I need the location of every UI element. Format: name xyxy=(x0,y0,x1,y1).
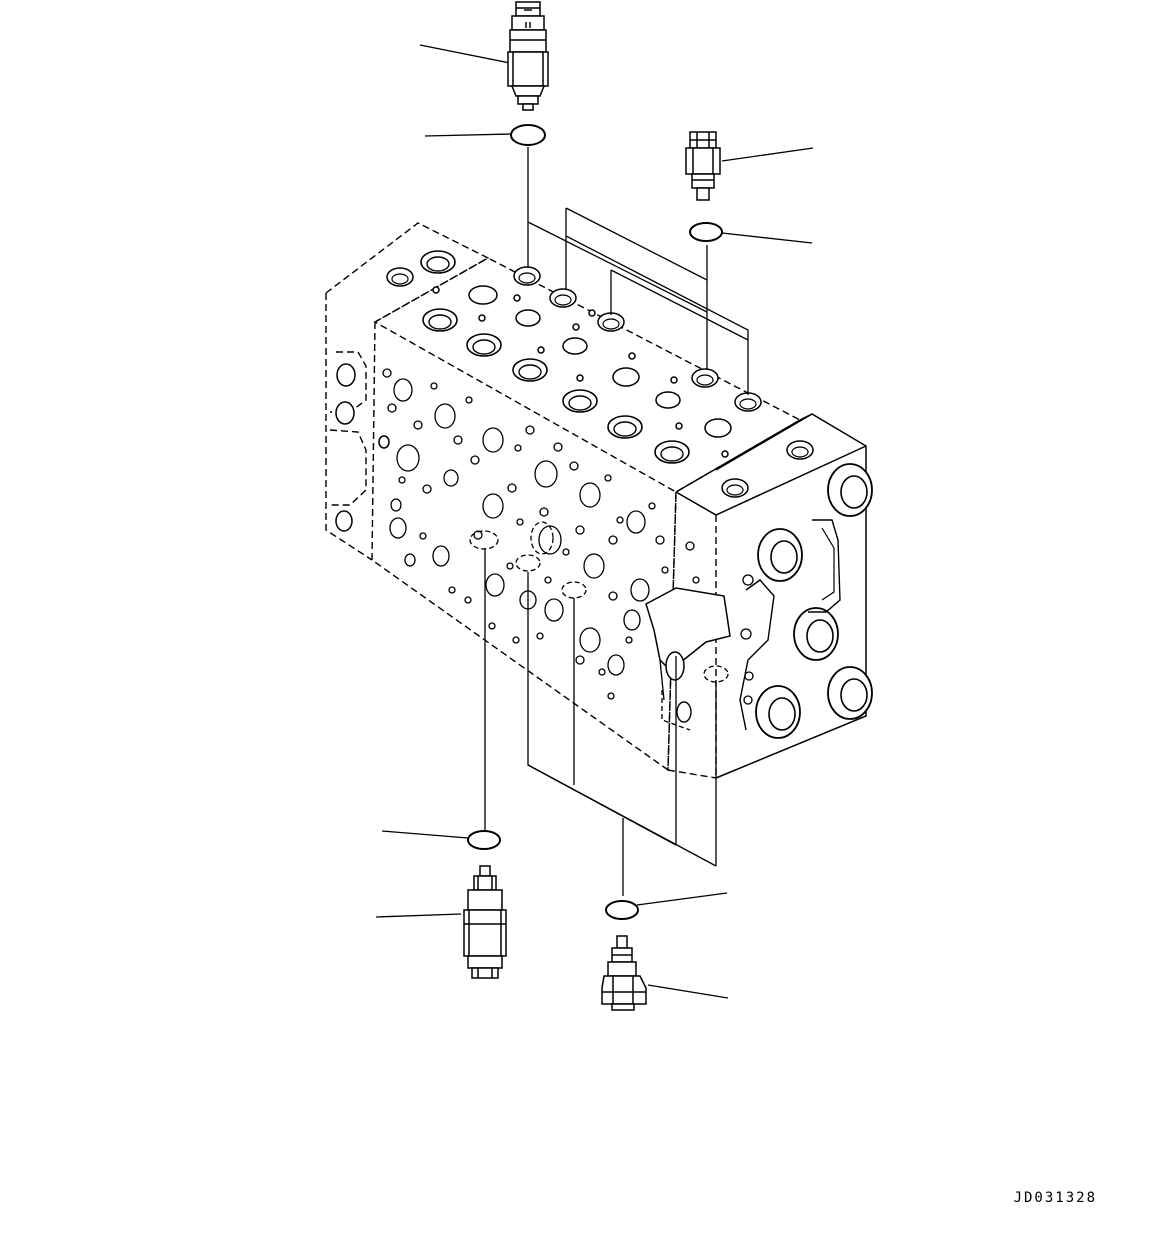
o-ring-top-left[interactable] xyxy=(510,124,546,146)
figure-id: JD031328 xyxy=(1013,1190,1097,1206)
relief-valve-bottom-left[interactable] xyxy=(463,865,507,979)
front-face-holes xyxy=(382,368,669,700)
body-left-section xyxy=(325,222,490,561)
reference-lines xyxy=(375,44,814,999)
body-right-section xyxy=(645,413,873,779)
relief-valve-top[interactable] xyxy=(507,1,549,111)
body-front-face xyxy=(371,321,677,772)
o-ring-bottom-right[interactable] xyxy=(605,900,639,920)
control-valve-body xyxy=(325,222,873,779)
o-ring-top-right[interactable] xyxy=(689,222,723,242)
body-top-face xyxy=(373,257,802,493)
valve-bottom-right[interactable] xyxy=(601,935,647,1011)
top-face-ports xyxy=(422,266,762,464)
o-ring-bottom-left[interactable] xyxy=(467,830,501,850)
plug-top-right[interactable] xyxy=(685,131,721,201)
